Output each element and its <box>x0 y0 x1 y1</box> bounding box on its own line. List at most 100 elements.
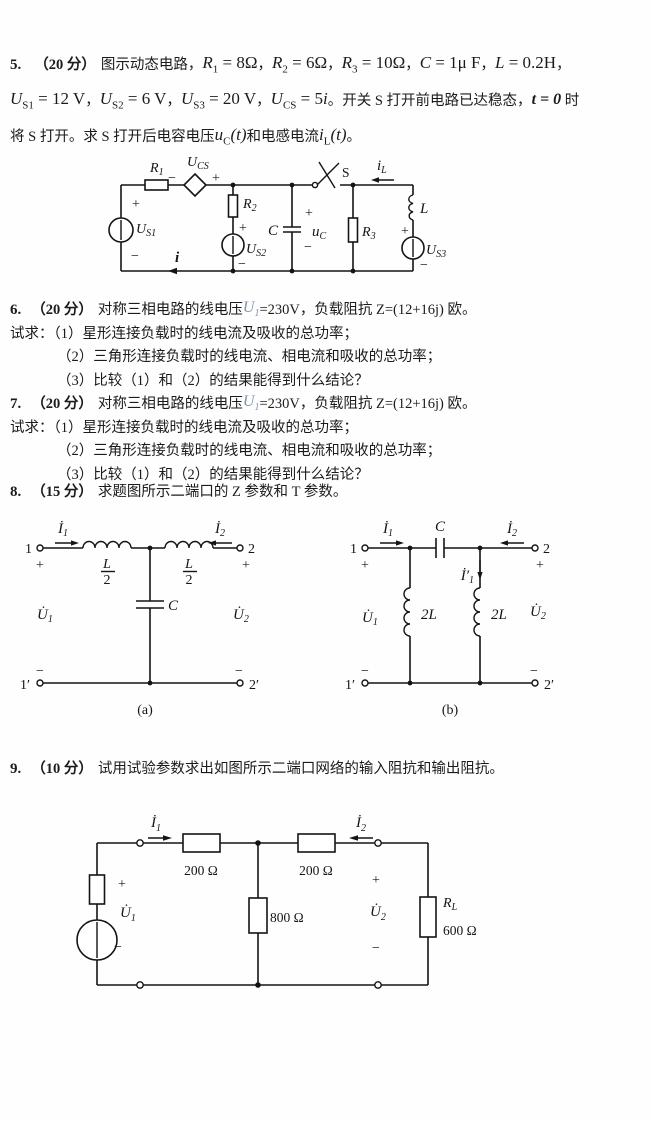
q5-intro: 图示动态电路， <box>100 57 203 73</box>
q7-voltage-symbol: U1 <box>242 393 260 414</box>
q7-line1: 7.（20 分）对称三相电路的线电压U1=230V，负载阻抗 Z=(12+16j… <box>10 393 477 414</box>
svg-text:US2: US2 <box>246 242 266 259</box>
port2-plus: + <box>536 558 544 573</box>
q7-points: （20 分） <box>31 396 93 412</box>
wires <box>96 842 429 986</box>
bottom-node-right <box>477 680 483 686</box>
q5-line1: 5.（20 分）图示动态电路，R1 = 8Ω，R2 = 6Ω，R3 = 10Ω，… <box>10 53 571 76</box>
port1-label: 1 <box>25 542 32 557</box>
current-i2-arrow: İ2 <box>349 815 373 841</box>
svg-text:RL: RL <box>442 896 458 913</box>
svg-text:İ2: İ2 <box>355 815 366 834</box>
top-node <box>147 545 153 551</box>
figure-q8a-two-port: 1 + İ1 L 2 L 2 İ2 2 + <box>20 521 259 718</box>
current-i2-arrow: İ2 <box>208 521 232 546</box>
source-us1: + US1 − <box>108 197 156 264</box>
q9-number: 9. <box>10 761 22 777</box>
formula-uct: uC(t) <box>214 125 247 148</box>
port2p-terminal: − 2′ <box>235 664 259 693</box>
source-us3: + US3 − <box>401 224 446 273</box>
figure-q8b-two-port: 1 + İ1 C İ2 2 + İ′1 <box>345 519 554 718</box>
i-label: i <box>175 250 180 266</box>
current-i1-arrow: İ1 <box>55 521 79 546</box>
u2-label: U̇2 <box>370 904 386 923</box>
top-node-left <box>407 545 413 551</box>
q7-line3: （2）三角形连接负载时的线电流、相电流和吸收的总功率； <box>57 443 442 459</box>
resistor-800: 800 Ω <box>248 897 304 934</box>
us3-minus: − <box>420 258 428 273</box>
dependent-source-ucs: UCS − + <box>168 155 220 198</box>
port1p-label: 1′ <box>345 678 355 693</box>
inductor-2l-left: 2L <box>403 587 437 637</box>
formula-r1: R1 = 8Ω <box>202 53 258 76</box>
resistor-200-right: 200 Ω <box>297 833 336 878</box>
svg-text:uC: uC <box>312 224 327 242</box>
r200-left-label: 200 Ω <box>184 863 218 878</box>
capacitor-c: C <box>136 598 179 614</box>
current-i2-arrow: İ2 <box>500 521 524 546</box>
current-i1p-arrow: İ′1 <box>460 560 483 586</box>
q6-line2: 试求：（1）星形连接负载时的线电流及吸收的总功率； <box>10 325 358 342</box>
inductor-l: L <box>408 194 428 221</box>
port1-label: 1 <box>350 542 357 557</box>
inductor-l2-right: L 2 <box>164 540 214 588</box>
u2-label: U̇2 <box>530 604 546 622</box>
port2-label: 2 <box>543 542 550 557</box>
formula-t0: t = 0 <box>531 91 562 108</box>
q6-number: 6. <box>10 302 22 318</box>
figure-q9-two-port-network: − + U̇1 İ1 200 Ω 800 Ω 200 Ω İ2 <box>76 815 477 989</box>
resistor-200-left: 200 Ω <box>182 833 221 878</box>
uc-minus: − <box>304 240 312 255</box>
capacitor-c: C + uC − <box>268 182 327 274</box>
resistor-r2: R2 <box>227 182 257 218</box>
uc-plus: + <box>305 206 313 221</box>
formula-us1: US1 = 12 V <box>10 89 86 112</box>
svg-text:R1: R1 <box>149 161 164 178</box>
q6-points: （20 分） <box>31 302 93 318</box>
port1-terminal: 1 + <box>25 542 44 573</box>
wires <box>43 547 237 684</box>
q9-body: 试用试验参数求出如图所示二端口网络的输入阻抗和输出阻抗。 <box>97 761 504 777</box>
port1-terminal-bottom <box>136 981 144 989</box>
bottom-node-left <box>407 680 413 686</box>
svg-text:US3: US3 <box>426 243 446 260</box>
port2-minus: − <box>530 664 538 679</box>
q7-number: 7. <box>10 396 22 412</box>
l2-left-den: 2 <box>104 573 111 588</box>
current-il-arrow: iL <box>371 158 394 183</box>
svg-text:İ1: İ1 <box>57 521 68 539</box>
port1-terminal-top <box>136 839 144 847</box>
q6-line3: （2）三角形连接负载时的线电流、相电流和吸收的总功率； <box>57 349 442 365</box>
l2-right-den: 2 <box>186 573 193 588</box>
caption-b: (b) <box>442 703 459 718</box>
formula-r2: R2 = 6Ω <box>272 53 328 76</box>
resistor-rl: RL 600 Ω <box>419 896 477 938</box>
rl-value: 600 Ω <box>443 923 477 938</box>
inductor-l2-left: L 2 <box>82 540 132 588</box>
top-node <box>255 840 261 846</box>
r800-label: 800 Ω <box>270 910 304 925</box>
port1-terminal: 1 + <box>350 542 369 573</box>
port1-plus: + <box>36 558 44 573</box>
c-label: C <box>168 598 179 614</box>
us1-plus: + <box>132 197 140 212</box>
top-node-right <box>477 545 483 551</box>
q7-line4: （3）比较（1）和（2）的结果能得到什么结论？ <box>57 466 369 483</box>
port1-minus: − <box>361 664 369 679</box>
q6-line4: （3）比较（1）和（2）的结果能得到什么结论？ <box>57 372 369 389</box>
svg-text:İ′1: İ′1 <box>460 568 474 586</box>
us2-plus: + <box>239 221 247 236</box>
wires <box>368 547 532 684</box>
port2-voltage: + U̇2 − <box>370 873 386 956</box>
q5-line3: 将 S 打开。求 S 打开后电容电压uC(t)和电感电流iL(t)。 <box>10 118 645 154</box>
port2p-label: 2′ <box>544 678 554 693</box>
port2p-terminal: − 2′ <box>530 664 554 693</box>
q8-body: 求题图所示二端口的 Z 参数和 T 参数。 <box>97 484 348 500</box>
q5-points: （20 分） <box>34 57 96 73</box>
us2-minus: − <box>238 257 246 272</box>
source-internal-resistor <box>88 874 106 905</box>
l-label: L <box>419 201 428 217</box>
bottom-node <box>255 982 261 988</box>
svg-text:İ2: İ2 <box>506 521 517 539</box>
